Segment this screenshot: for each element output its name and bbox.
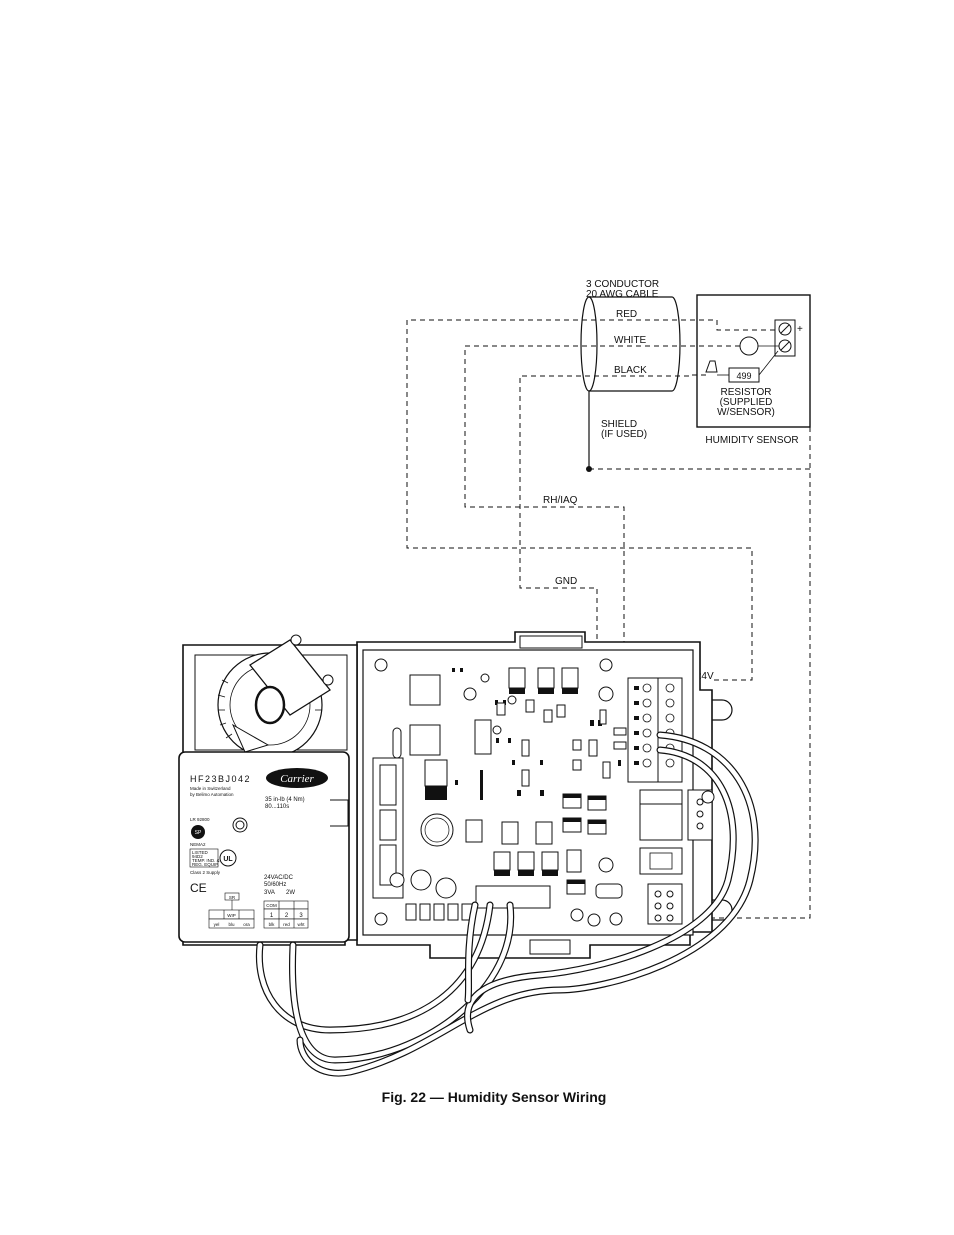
- terminal-block-sensor: [639, 789, 715, 841]
- cable-jacket-left: [580, 296, 598, 392]
- three-conductor-cable: 3 CONDUCTOR 20 AWG CABLE RED WHITE BLACK…: [580, 279, 681, 472]
- torque-line1: 35 in-lb (4 Nm): [265, 797, 305, 803]
- csa-mark-text: SP: [195, 830, 202, 836]
- conductor-black-label: BLACK: [614, 365, 647, 376]
- listed-line2: 94D2: [192, 854, 203, 859]
- shield-label-line1: SHIELD: [601, 419, 637, 430]
- made-in-line2: by Belimo Automation: [190, 792, 234, 797]
- actuator-model: HF23BJ042: [190, 774, 251, 784]
- shield-run: [589, 468, 811, 919]
- class2-supply: Class 2 Supply: [190, 870, 221, 875]
- resistor-bank: [405, 903, 473, 921]
- terminal-wire-wht: wht: [297, 922, 305, 927]
- wire-harness: [255, 731, 759, 1077]
- terminal-strip-main: [627, 677, 683, 783]
- resistor-label-line1: RESISTOR: [721, 387, 772, 398]
- cable-jacket: [589, 296, 681, 392]
- com-label: COM: [266, 903, 277, 908]
- ce-mark: CE: [190, 881, 207, 895]
- terminal-num-1: 1: [270, 913, 274, 919]
- made-in-line1: Made in Switzerland: [190, 786, 231, 791]
- microcontroller-chip: [409, 674, 441, 706]
- supply-line3: 3VA: [264, 890, 275, 896]
- csa-mark-icon: [191, 825, 205, 839]
- pot-wire-yel: yel: [214, 922, 220, 927]
- sr-label: SR: [229, 895, 236, 900]
- white-conductor-run: [464, 345, 740, 660]
- humidity-sensor: + 499 RESISTOR (SUPPLIED W/SENSOR) HUMID…: [696, 294, 811, 446]
- transistor-row-top: [508, 667, 579, 694]
- torque-line2: 80...110s: [265, 804, 289, 810]
- terminal-wire-red: red: [283, 922, 290, 927]
- gnd-label: GND: [555, 576, 577, 587]
- feedback-wiring-table: SR WIP yel blu ora: [208, 892, 255, 929]
- power-connector: [639, 847, 683, 875]
- carrier-logo: [266, 768, 328, 788]
- wip-label: WIP: [227, 913, 236, 918]
- mounting-hole: [374, 658, 388, 672]
- shield-label-line2: (IF USED): [601, 429, 647, 440]
- mounting-ear: [712, 699, 733, 721]
- cable-label-line2: 20 AWG CABLE: [586, 289, 659, 300]
- memory-chip: [409, 724, 441, 756]
- sensor-plus-terminal-label: +: [797, 324, 803, 335]
- mounting-hole: [598, 857, 614, 873]
- supply-line4: 2W: [286, 890, 295, 896]
- controller-board: [356, 631, 733, 959]
- terminal-wire-blk: blk: [269, 922, 276, 927]
- terminal-block-bottom: [647, 883, 683, 925]
- mounting-hole: [374, 912, 388, 926]
- plus-24v-label: +24V: [690, 671, 714, 682]
- supply-line2: 50/60Hz: [264, 882, 286, 888]
- conductor-white-label: WHITE: [614, 335, 647, 346]
- ul-mark-text: UL: [223, 856, 233, 863]
- cable-label-line1: 3 CONDUCTOR: [586, 279, 659, 290]
- listed-line4: REG. EQUIP.: [192, 862, 219, 867]
- resistor-label-line3: W/SENSOR): [717, 407, 775, 418]
- sensing-element-icon: [739, 336, 759, 356]
- capacitor: [410, 869, 432, 891]
- terminal-num-2: 2: [285, 913, 289, 919]
- black-conductor-run: [519, 374, 706, 660]
- capacitor-large: [420, 813, 454, 847]
- actuator-label-plate: [178, 751, 350, 943]
- damper-actuator: HF23BJ042 Carrier Made in Switzerland by…: [178, 634, 358, 946]
- terminal-num-3: 3: [299, 913, 303, 919]
- rh-iaq-label: RH/IAQ: [543, 495, 578, 506]
- supply-line1: 24VAC/DC: [264, 875, 294, 881]
- shaft-hole: [254, 685, 286, 725]
- ul-mark-icon: [219, 849, 237, 867]
- pot-wire-blu: blu: [228, 922, 235, 927]
- power-wiring-table: COM 1 2 3 blk red wht: [263, 900, 309, 929]
- resistor-value: 499: [736, 371, 751, 381]
- humidity-sensor-title: HUMIDITY SENSOR: [705, 435, 798, 446]
- nema-rating: NEMA2: [190, 842, 206, 847]
- conductor-red-label: RED: [616, 309, 637, 320]
- carrier-logo-text: Carrier: [280, 773, 314, 785]
- field-wiring: RH/IAQ GND +24V: [406, 319, 811, 919]
- sensor-bell-icon: [705, 360, 718, 373]
- mounting-hole: [599, 658, 613, 672]
- humidity-sensor-enclosure: [696, 294, 811, 428]
- capacitor: [435, 877, 457, 899]
- pot-wire-ora: ora: [243, 922, 250, 927]
- figure-caption: Fig. 22 — Humidity Sensor Wiring: [382, 1089, 607, 1105]
- listed-line1: LISTED: [192, 850, 209, 855]
- lr-number: LR 92800: [190, 817, 210, 822]
- board-top-connector: [519, 635, 583, 649]
- listed-line3: TEMP. IND. &: [192, 858, 220, 863]
- resistor-label-line2: (SUPPLIED: [720, 397, 773, 408]
- transistor-row-bottom: [493, 851, 559, 876]
